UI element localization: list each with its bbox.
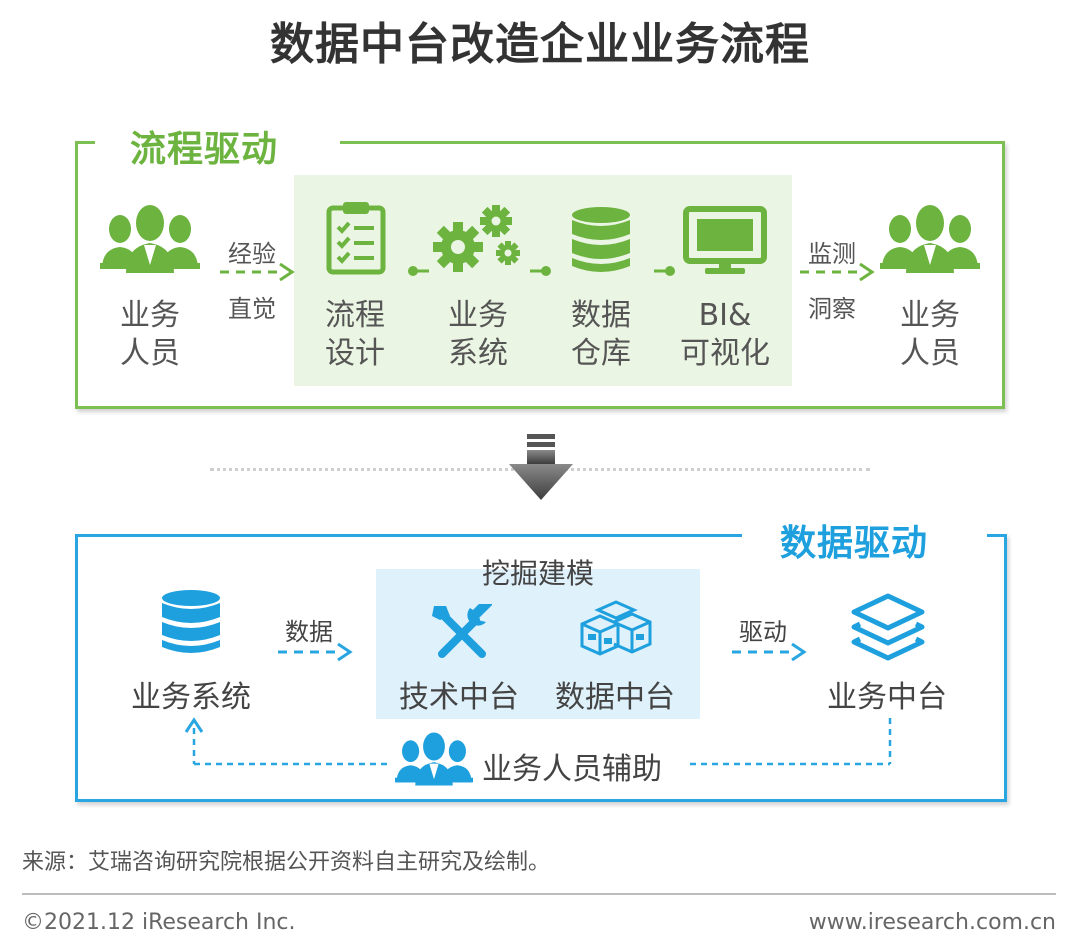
step-1-line-1: 流程 <box>325 298 385 333</box>
dashed-arrow <box>800 262 875 282</box>
mining-title: 挖掘建模 <box>481 557 594 590</box>
people-icon <box>100 205 200 273</box>
step-4-line-1: BI& <box>698 298 752 333</box>
left-person-line-1: 业务 <box>120 298 180 333</box>
boxes-icon <box>580 600 652 656</box>
step-business-system: 业务 系统 <box>428 297 528 373</box>
tech-platform-label: 技术中台 <box>399 680 519 715</box>
people-icon <box>880 205 980 273</box>
right-person-line-2: 人员 <box>900 336 960 371</box>
tools-icon <box>432 604 492 658</box>
process-driven-panel <box>75 141 1005 409</box>
monitor-icon <box>683 206 767 274</box>
dashed-arrow <box>732 642 807 662</box>
step-2-line-1: 业务 <box>448 298 508 333</box>
dashed-arrow <box>278 642 353 662</box>
intuition-label: 直觉 <box>228 295 276 323</box>
business-system-label: 业务系统 <box>131 680 251 715</box>
left-person-line-2: 人员 <box>120 336 180 371</box>
insight-label: 洞察 <box>808 295 856 323</box>
connector-dot <box>530 266 551 276</box>
feedback-loop <box>184 717 892 766</box>
gears-icon <box>433 205 520 272</box>
step-bi-visualization: BI& 可视化 <box>670 297 780 373</box>
connector-dot <box>408 266 429 276</box>
database-icon <box>162 590 220 653</box>
drive-arrow-label: 驱动 <box>739 618 787 646</box>
source-note: 来源：艾瑞咨询研究院根据公开资料自主研究及绘制。 <box>22 850 551 875</box>
data-platform-label: 数据中台 <box>555 680 675 715</box>
experience-label: 经验 <box>228 240 276 268</box>
data-driven-panel <box>75 534 1007 802</box>
process-driven-label: 流程驱动 <box>130 129 279 170</box>
database-icon <box>572 207 630 272</box>
page-title: 数据中台改造企业业务流程 <box>270 19 810 70</box>
step-process-design: 流程 设计 <box>305 297 405 373</box>
footer-divider <box>22 893 1056 895</box>
panel-bot-gap <box>742 528 987 540</box>
business-platform-label: 业务中台 <box>827 680 947 715</box>
step-4-line-2: 可视化 <box>680 336 770 371</box>
copyright: ©2021.12 iResearch Inc. <box>22 910 296 935</box>
assist-label: 业务人员辅助 <box>482 752 662 787</box>
panel-top-gap <box>95 135 340 147</box>
left-person-label: 业务 人员 <box>100 297 200 373</box>
step-3-line-2: 仓库 <box>571 336 631 371</box>
connector-dot <box>654 266 675 276</box>
layers-icon <box>851 593 925 661</box>
down-arrow-icon <box>509 434 573 500</box>
clipboard-icon <box>326 202 386 275</box>
right-person-label: 业务 人员 <box>880 297 980 373</box>
data-driven-label: 数据驱动 <box>780 523 929 564</box>
dashed-arrow <box>220 262 295 282</box>
step-data-warehouse: 数据 仓库 <box>551 297 651 373</box>
people-icon <box>395 732 473 786</box>
step-3-line-1: 数据 <box>571 298 631 333</box>
mining-area <box>376 569 700 719</box>
data-arrow-label: 数据 <box>285 618 333 646</box>
step-2-line-2: 系统 <box>448 336 508 371</box>
monitor-label: 监测 <box>808 240 856 268</box>
website-url: www.iresearch.com.cn <box>808 910 1056 935</box>
step-1-line-2: 设计 <box>325 336 385 371</box>
right-person-line-1: 业务 <box>900 298 960 333</box>
